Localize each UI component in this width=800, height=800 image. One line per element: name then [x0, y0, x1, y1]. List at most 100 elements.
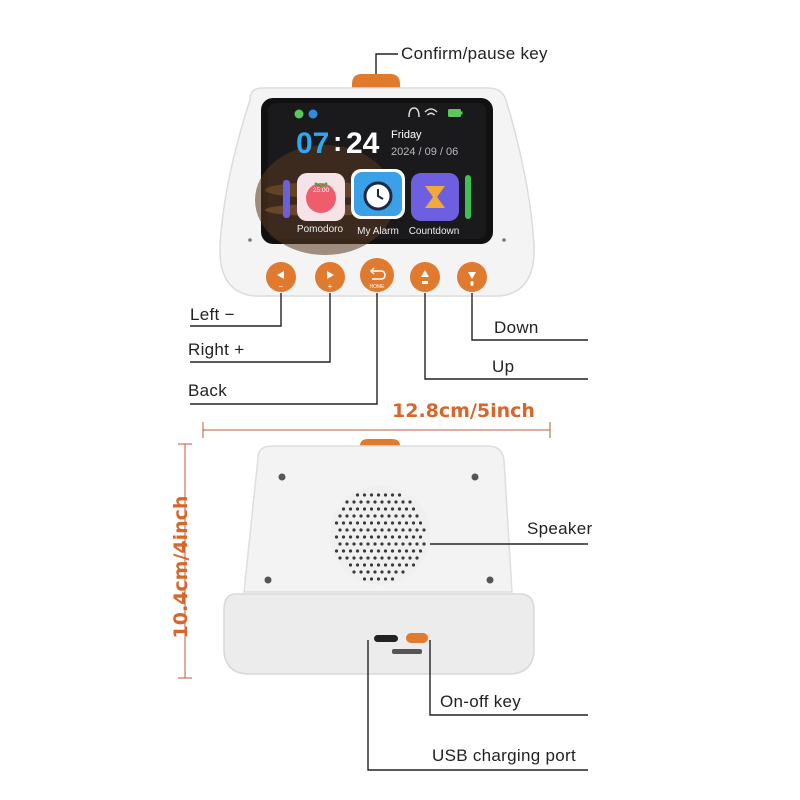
speaker-hole	[334, 549, 339, 553]
callout-line-on-off	[429, 640, 588, 716]
mic-hole-left	[248, 238, 252, 242]
down-button[interactable]	[457, 262, 487, 292]
speaker-hole	[369, 535, 374, 539]
mic-hole-right	[502, 238, 506, 242]
speaker-hole	[359, 556, 363, 560]
speaker-hole	[345, 556, 349, 560]
speaker-hole	[383, 493, 388, 497]
clock-date: 2024 / 09 / 06	[391, 146, 458, 158]
app-tile-countdown[interactable]	[411, 173, 459, 221]
speaker-hole	[369, 577, 374, 581]
speaker-hole	[338, 542, 342, 546]
speaker-hole	[383, 577, 388, 581]
speaker-hole	[411, 521, 416, 525]
speaker-hole	[362, 563, 367, 567]
speaker-hole	[411, 507, 416, 511]
right-plus-button[interactable]: +	[315, 262, 345, 292]
speaker-hole	[404, 535, 409, 539]
confirm-pause-key[interactable]	[352, 74, 400, 90]
tomato-icon	[306, 183, 336, 213]
speaker-hole	[355, 507, 360, 511]
speaker-hole	[404, 563, 409, 567]
speaker-hole	[366, 570, 370, 574]
speaker-hole	[359, 500, 363, 504]
app-label-countdown: Countdown	[409, 226, 460, 237]
left-minus-button[interactable]: −	[266, 262, 296, 292]
speaker-hole	[376, 521, 381, 525]
speaker-hole	[390, 507, 395, 511]
speaker-hole	[387, 500, 391, 504]
callout-line-down	[471, 293, 588, 341]
speaker-hole	[397, 563, 402, 567]
speaker-hole	[397, 535, 402, 539]
speaker-hole	[352, 528, 356, 532]
speaker-hole	[362, 549, 367, 553]
speaker-hole	[422, 542, 426, 546]
speaker-hole	[415, 556, 419, 560]
speaker-hole	[366, 528, 370, 532]
speaker-hole	[387, 570, 391, 574]
speaker-hole	[334, 521, 339, 525]
speaker-hole	[373, 570, 377, 574]
speaker-hole	[345, 528, 349, 532]
on-off-key[interactable]	[406, 633, 428, 643]
callout-line-back	[190, 293, 378, 405]
speaker-hole	[390, 493, 395, 497]
speaker-hole	[401, 528, 405, 532]
speaker-hole	[397, 549, 402, 553]
speaker-grille-holes	[334, 493, 426, 581]
speaker-hole	[387, 528, 391, 532]
app-tile-edge-left	[283, 180, 290, 218]
speaker-hole	[338, 556, 342, 560]
hourglass-icon	[425, 186, 445, 208]
speaker-hole	[355, 549, 360, 553]
speaker-hole	[376, 493, 381, 497]
speaker-hole	[359, 528, 363, 532]
speaker-hole	[390, 563, 395, 567]
usb-charging-port[interactable]	[374, 635, 398, 642]
speaker-hole	[334, 535, 339, 539]
speaker-hole	[355, 521, 360, 525]
clock-minutes: 24	[346, 127, 380, 160]
speaker-hole	[390, 521, 395, 525]
label-on-off-key: On-off key	[440, 692, 522, 711]
label-usb-charging-port: USB charging port	[432, 746, 577, 765]
speaker-hole	[394, 556, 398, 560]
speaker-hole	[348, 535, 353, 539]
speaker-hole	[404, 549, 409, 553]
svg-text:+: +	[328, 282, 333, 291]
speaker-hole	[408, 514, 412, 518]
speaker-hole	[408, 528, 412, 532]
speaker-hole	[380, 500, 384, 504]
speaker-hole	[338, 528, 342, 532]
width-dimension-label: 12.8cm/5inch	[392, 400, 535, 422]
wifi-icon	[424, 108, 438, 116]
callout-line-up	[424, 293, 588, 380]
speaker-hole	[397, 493, 402, 497]
speaker-hole	[362, 535, 367, 539]
speaker-hole	[345, 500, 349, 504]
speaker-hole	[401, 570, 405, 574]
speaker-hole	[380, 570, 384, 574]
clock-hours: 07	[296, 127, 329, 160]
speaker-hole	[348, 521, 353, 525]
clock-colon: :	[333, 126, 342, 157]
callout-line-right	[190, 293, 331, 363]
speaker-hole	[366, 556, 370, 560]
app-tile-my-alarm[interactable]	[351, 169, 405, 219]
speaker-hole	[366, 514, 370, 518]
speaker-hole	[352, 542, 356, 546]
svg-text:HOME: HOME	[370, 284, 386, 290]
speaker-hole	[352, 556, 356, 560]
svg-text:−: −	[279, 282, 284, 291]
speaker-hole	[376, 563, 381, 567]
speaker-hole	[373, 528, 377, 532]
up-button[interactable]	[410, 262, 440, 292]
app-tile-pomodoro[interactable]: 25:00	[297, 173, 345, 221]
speaker-hole	[359, 570, 363, 574]
speaker-hole	[390, 535, 395, 539]
speaker-hole	[380, 556, 384, 560]
home-back-button[interactable]: HOME	[360, 258, 394, 292]
speaker-hole	[394, 570, 398, 574]
